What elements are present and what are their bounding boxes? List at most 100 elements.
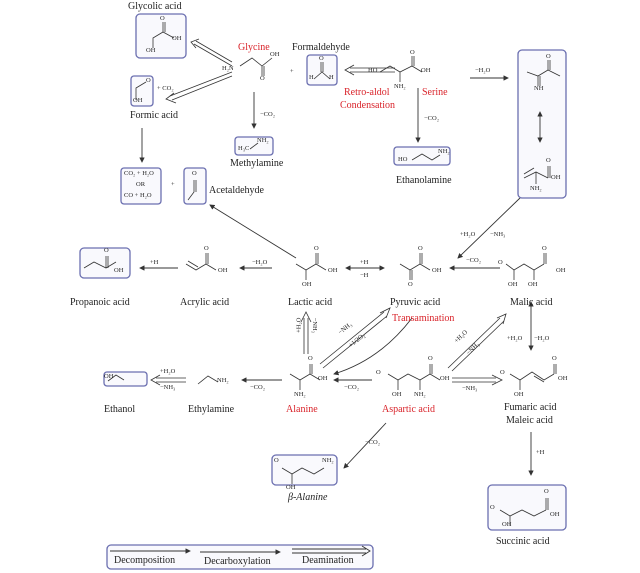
atom-label: O bbox=[544, 488, 549, 495]
label-malic-acid: Malic acid bbox=[510, 297, 553, 308]
co2-h2o-box bbox=[120, 167, 162, 205]
legend-deamination: Deamination bbox=[302, 555, 354, 566]
atom-label: O bbox=[319, 55, 324, 62]
legend-decomposition: Decomposition bbox=[114, 555, 176, 566]
succinic-acid-box bbox=[487, 484, 567, 531]
bond-lines bbox=[83, 22, 561, 526]
label-formic-acid: Formic acid bbox=[130, 110, 179, 121]
arrow-aspartic-beta-alanine bbox=[343, 422, 387, 469]
acetaldehyde-box bbox=[183, 167, 207, 205]
label-transamination: Transamination bbox=[392, 313, 455, 324]
arrow-ethylamine-ethanol bbox=[156, 377, 186, 383]
formic-acid-box bbox=[130, 75, 154, 107]
arrow-aspartic-malic bbox=[447, 317, 505, 372]
ethanolamine-box bbox=[393, 146, 451, 166]
atom-label: O bbox=[498, 259, 503, 266]
atom-label: O bbox=[260, 75, 265, 82]
arrow-glycine-glycolic bbox=[193, 40, 233, 67]
atom-label: OH bbox=[286, 484, 296, 491]
condition-minus-nh3: −NH₃ bbox=[160, 384, 176, 391]
legend-arrows bbox=[110, 545, 371, 557]
condition-plus-h2o: +H₂O bbox=[460, 231, 476, 238]
arrow-serine-formaldehyde bbox=[350, 67, 395, 73]
condition-plus-h: +H bbox=[360, 259, 369, 266]
atom-label: O bbox=[204, 245, 209, 252]
formaldehyde-box bbox=[306, 54, 338, 86]
atom-label: O bbox=[410, 49, 415, 56]
label-beta-alanine: β-Alanine bbox=[288, 492, 328, 503]
condition-minus-co2: −CO₂ bbox=[424, 115, 439, 122]
atom-label: OH bbox=[392, 391, 402, 398]
label-lactic-acid: Lactic acid bbox=[288, 297, 333, 308]
condition-minus-co2: −CO₂ bbox=[344, 384, 359, 391]
atom-label: OH bbox=[421, 67, 431, 74]
atom-label: OH bbox=[432, 267, 442, 274]
atom-label: O bbox=[428, 355, 433, 362]
atom-label: NH₂ bbox=[530, 185, 542, 192]
atom-label: OH bbox=[514, 391, 524, 398]
atom-label: O bbox=[490, 504, 495, 511]
atom-label: HO bbox=[398, 156, 408, 163]
label-formaldehyde: Formaldehyde bbox=[292, 42, 350, 53]
atom-label: O bbox=[542, 245, 547, 252]
reaction-arrows bbox=[139, 75, 543, 476]
condition-minus-h2o: −H₂O bbox=[534, 335, 550, 342]
arrow-glycine-formic bbox=[169, 71, 233, 101]
label-pyruvic-acid: Pyruvic acid bbox=[390, 297, 441, 308]
condition-or: OR bbox=[136, 181, 146, 188]
atom-label: O bbox=[146, 77, 151, 84]
condition-minus-co2: −CO₂ bbox=[466, 257, 481, 264]
atom-label: NH₂ bbox=[217, 377, 229, 384]
label-fumaric-acid: Fumaric acid bbox=[504, 402, 557, 413]
condition-minus-h2o: −H₂O bbox=[475, 67, 491, 74]
atom-label: H bbox=[329, 74, 334, 81]
atom-label: NH₂ bbox=[322, 457, 334, 464]
atom-label: OH bbox=[146, 47, 156, 54]
label-ethanol: Ethanol bbox=[104, 404, 136, 415]
atom-label: H bbox=[309, 74, 314, 81]
legend-deamination-arrow bbox=[292, 548, 366, 554]
propanoic-acid-box bbox=[79, 247, 131, 279]
atom-label: O bbox=[308, 355, 313, 362]
atom-label: OH bbox=[440, 375, 450, 382]
label-aspartic-acid: Aspartic acid bbox=[382, 404, 436, 415]
deamination-arrows bbox=[150, 38, 507, 386]
atom-label: NH₂ bbox=[414, 391, 426, 398]
condition-minus-h: −H bbox=[360, 272, 369, 279]
label-glycine: Glycine bbox=[238, 42, 270, 53]
atom-label: OH bbox=[528, 281, 538, 288]
atom-label: HO bbox=[368, 67, 378, 74]
beta-alanine-box bbox=[271, 454, 338, 486]
condition-minus-co2: −CO₂ bbox=[250, 384, 265, 391]
atom-label: O bbox=[546, 157, 551, 164]
glycolic-acid-box bbox=[135, 13, 187, 59]
atom-label: NH₂ bbox=[257, 137, 269, 144]
condition-plus-h: +H bbox=[536, 449, 545, 456]
label-propanoic-acid: Propanoic acid bbox=[70, 297, 130, 308]
atom-label: OH bbox=[218, 267, 228, 274]
atom-label: O bbox=[314, 245, 319, 252]
label-serine: Serine bbox=[422, 87, 448, 98]
label-condensation: Condensation bbox=[340, 100, 395, 111]
label-retro-aldol: Retro-aldol bbox=[344, 87, 390, 98]
atom-label: O bbox=[418, 245, 423, 252]
atom-label: O bbox=[408, 281, 413, 288]
atom-label: OH bbox=[556, 267, 566, 274]
atom-label: H₃C bbox=[238, 145, 250, 152]
label-glycolic-acid: Glycolic acid bbox=[128, 1, 182, 12]
atom-label: O bbox=[192, 170, 197, 177]
plus-sign: + bbox=[290, 68, 294, 75]
atom-label: OH bbox=[133, 97, 143, 104]
atom-label: O bbox=[546, 53, 551, 60]
atom-label: OH bbox=[114, 267, 124, 274]
arrow-alanine-lactic bbox=[303, 318, 309, 354]
condition-minus-nh3: −NH₃ bbox=[462, 385, 478, 392]
condition-co-h2o: CO + H₂O bbox=[124, 192, 152, 199]
condition-plus-h2o: +H₂O bbox=[160, 368, 176, 375]
atom-label: NH₂ bbox=[438, 148, 450, 155]
atom-label: OH bbox=[270, 51, 280, 58]
label-maleic-acid: Maleic acid bbox=[506, 415, 553, 426]
atom-label: O bbox=[500, 369, 505, 376]
label-ethanolamine: Ethanolamine bbox=[396, 175, 452, 186]
